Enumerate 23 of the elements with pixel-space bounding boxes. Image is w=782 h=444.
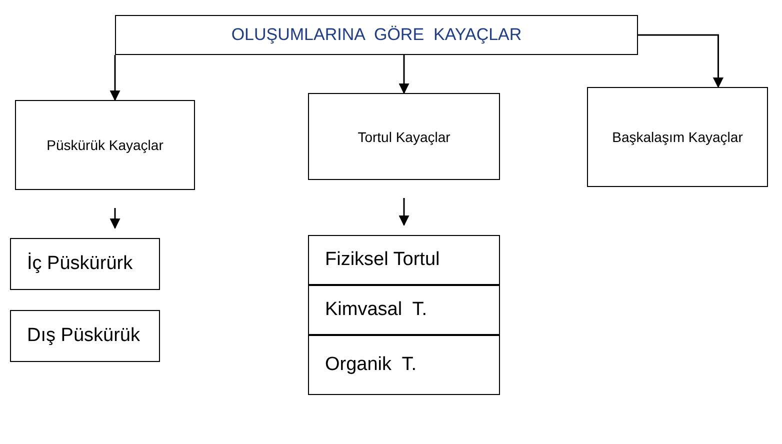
arrow: [398, 198, 410, 226]
arrow: [110, 208, 120, 230]
title-box: [115, 15, 638, 55]
arrow: [398, 55, 410, 94]
subtype-box: [308, 235, 500, 285]
node-label: Fiziksel Tortul: [325, 248, 440, 272]
subtype-box: [10, 238, 160, 290]
node-label: Püskürük Kayaçlar: [46, 136, 164, 155]
node-label: Başkalaşım Kayaçlar: [612, 128, 743, 147]
node-label: Dış Püskürük: [27, 324, 140, 348]
category-box: [308, 93, 500, 180]
arrow: [638, 34, 724, 88]
node-label: Tortul Kayaçlar: [358, 128, 450, 147]
subtype-box: [308, 285, 500, 335]
node-label: OLUŞUMLARINA GÖRE KAYAÇLAR: [231, 24, 522, 46]
node-label: Organik T.: [325, 354, 417, 376]
node-label: İç Püskürürk: [27, 252, 133, 276]
category-box: [587, 87, 768, 187]
subtype-box: [10, 310, 160, 362]
subtype-box: [308, 335, 500, 395]
node-label: Kimvasal T.: [325, 298, 428, 322]
arrow: [110, 55, 120, 102]
category-box: [15, 100, 195, 190]
